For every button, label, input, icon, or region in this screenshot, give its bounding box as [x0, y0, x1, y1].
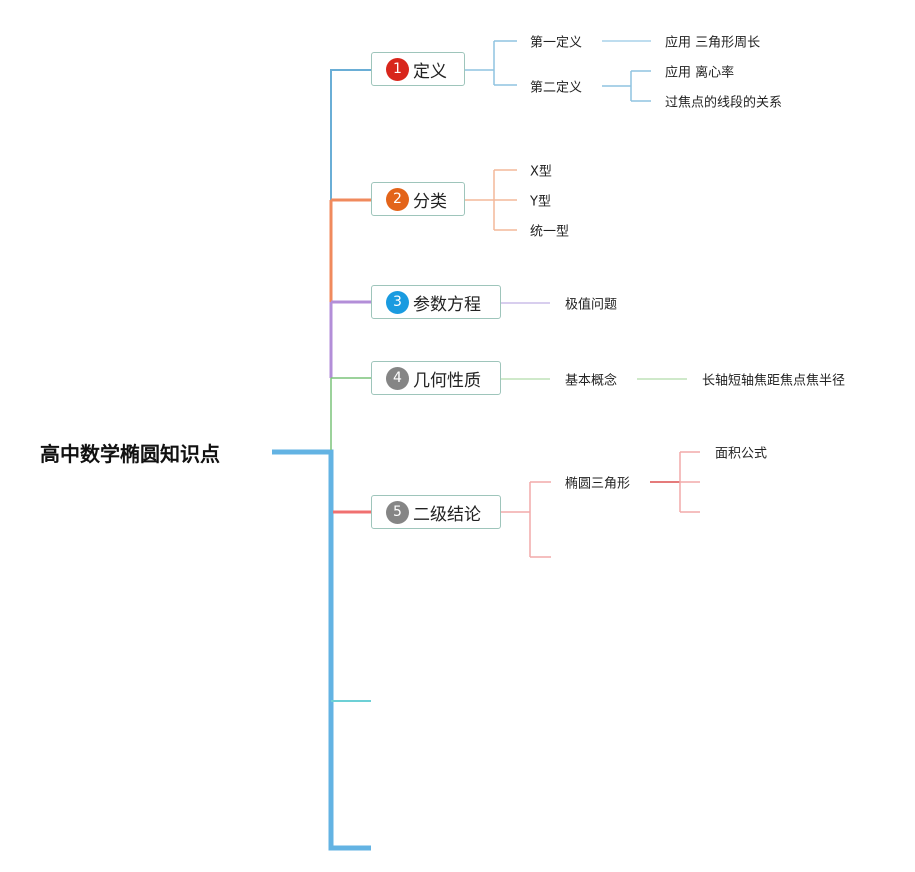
branch-geometric-properties[interactable]: 4 几何性质 [371, 361, 501, 395]
subtopic-unified-type[interactable]: 统一型 [530, 224, 570, 240]
number-badge-icon: 5 [386, 500, 409, 524]
subtopic-extreme-value[interactable]: 极值问题 [565, 297, 618, 313]
root-topic[interactable]: 高中数学椭圆知识点 [40, 442, 220, 466]
number-badge-icon: 4 [386, 366, 409, 390]
subtopic-axes-focus[interactable]: 长轴短轴焦距焦点焦半径 [702, 373, 846, 389]
branch-label: 分类 [413, 191, 447, 212]
branch-definition[interactable]: 1 定义 [371, 52, 465, 86]
branch-label: 几何性质 [413, 370, 481, 391]
branch-parametric-equation[interactable]: 3 参数方程 [371, 285, 501, 319]
subtopic-focal-chord[interactable]: 过焦点的线段的关系 [665, 95, 783, 111]
subtopic-focal-triangle[interactable]: 椭圆三角形 [565, 476, 631, 492]
subtopic-y-type[interactable]: Y型 [530, 194, 551, 210]
subtopic-triangle-perimeter[interactable]: 应用 三角形周长 [665, 35, 761, 51]
branch-secondary-conclusions[interactable]: 5 二级结论 [371, 495, 501, 529]
subtopic-x-type[interactable]: X型 [530, 164, 552, 180]
branch-label: 参数方程 [413, 294, 481, 315]
number-badge-icon: 1 [386, 57, 409, 81]
subtopic-eccentricity[interactable]: 应用 离心率 [665, 65, 735, 81]
subtopic-first-definition[interactable]: 第一定义 [530, 35, 583, 51]
subtopic-area-formula[interactable]: 面积公式 [715, 446, 768, 462]
branch-label: 定义 [413, 61, 447, 82]
number-badge-icon: 2 [386, 187, 409, 211]
branch-classification[interactable]: 2 分类 [371, 182, 465, 216]
number-badge-icon: 3 [386, 290, 409, 314]
branch-label: 二级结论 [413, 504, 481, 525]
subtopic-second-definition[interactable]: 第二定义 [530, 80, 583, 96]
subtopic-basic-concepts[interactable]: 基本概念 [565, 373, 618, 389]
